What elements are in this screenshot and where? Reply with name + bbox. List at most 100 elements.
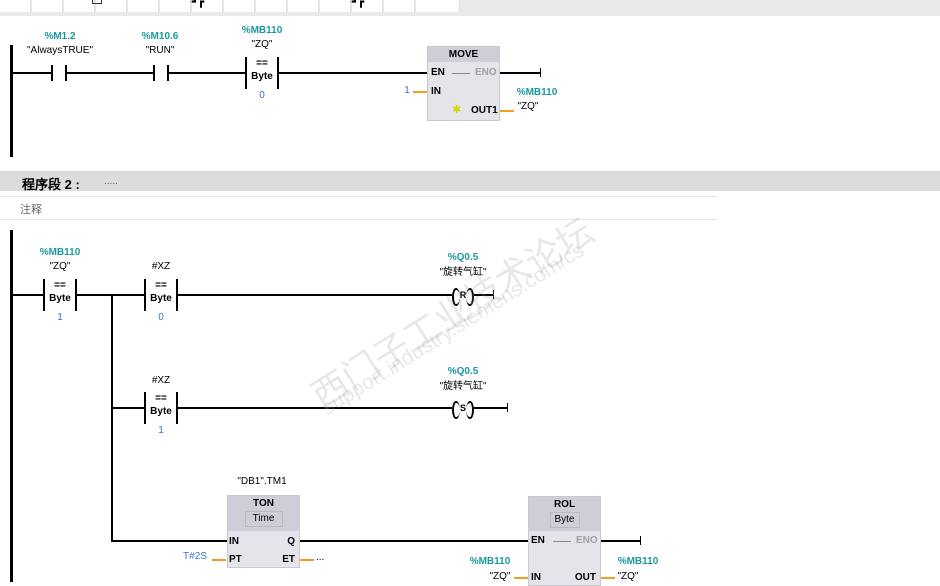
box-icon: [92, 0, 102, 4]
reset-coil[interactable]: R: [452, 288, 474, 306]
toolbar-button[interactable]: ┛┏: [192, 0, 223, 12]
no-contact-always-true[interactable]: [51, 65, 67, 81]
compare-op: ==: [155, 280, 167, 291]
toolbar-button[interactable]: [160, 0, 191, 12]
pin-en: EN: [431, 67, 445, 78]
branch-icon: ┛┏: [192, 0, 205, 8]
toolbar-button[interactable]: [32, 0, 63, 12]
ton-block[interactable]: TON Time IN Q PT ET: [227, 495, 300, 568]
rol-in-address: %MB110: [469, 556, 511, 567]
compare-op: ==: [54, 280, 66, 291]
contact-symbol: "AlwaysTRUE": [27, 45, 93, 56]
rung-end: [493, 290, 494, 299]
toolbar-button[interactable]: [224, 0, 255, 12]
rung-wire: [10, 72, 428, 74]
contact-address: %M1.2: [44, 31, 76, 42]
pt-wire: [212, 559, 226, 561]
branch-close-icon: ┛┏: [352, 0, 365, 8]
move-out-symbol: "ZQ": [517, 101, 539, 112]
timer-instance: "DB1".TM1: [237, 476, 287, 487]
rol-in-symbol: "ZQ": [489, 571, 511, 582]
rung-wire: [10, 294, 494, 296]
pin-eno: ENO: [475, 67, 497, 78]
compare-equal-byte[interactable]: == Byte: [144, 392, 178, 424]
rol-out-address: %MB110: [617, 556, 659, 567]
in-wire: [413, 91, 427, 93]
star-icon: ✱: [452, 104, 462, 116]
coil-type: S: [459, 403, 466, 413]
compare-equal-byte[interactable]: ==Byte: [43, 279, 77, 311]
internal-wire: [452, 73, 470, 74]
network-comment[interactable]: 注释: [0, 196, 717, 220]
pin-in: IN: [531, 572, 541, 583]
toolbar-button[interactable]: ┛┏: [352, 0, 383, 12]
rung-end: [640, 536, 641, 545]
network-title: 程序段 2 :: [22, 177, 80, 192]
network-title-placeholder[interactable]: .....: [104, 176, 118, 187]
pin-q: Q: [287, 536, 295, 547]
compare-op: ==: [155, 393, 167, 404]
block-title: TON: [253, 498, 274, 509]
coil-address: %Q0.5: [447, 252, 479, 263]
block-type[interactable]: Byte: [549, 512, 580, 528]
network-header[interactable]: 程序段 2 : .....: [0, 171, 940, 192]
compare-type: Byte: [251, 71, 273, 82]
compare-address: %MB110: [241, 25, 283, 36]
compare-type: Byte: [150, 406, 172, 417]
block-type[interactable]: Time: [244, 511, 283, 527]
coil-type: R: [459, 290, 467, 300]
rung-end: [507, 403, 508, 412]
compare-value: 1: [57, 312, 63, 323]
compare-value: 0: [158, 312, 164, 323]
pin-out: OUT: [574, 572, 596, 583]
pin-et: ET: [282, 554, 295, 565]
toolbar-button[interactable]: [92, 0, 127, 12]
power-rail: [10, 230, 13, 582]
move-out-address: %MB110: [516, 87, 558, 98]
in-wire: [514, 577, 528, 579]
move-block[interactable]: MOVE EN ENO IN ✱ OUT1: [427, 46, 500, 121]
pin-in: IN: [229, 536, 239, 547]
pin-eno: ENO: [576, 535, 598, 546]
eno-wire: [601, 540, 641, 542]
compare-symbol: #XZ: [151, 375, 171, 386]
toolbar-button[interactable]: [288, 0, 319, 12]
rung-wire: [300, 540, 528, 542]
compare-equal-byte[interactable]: == Byte: [245, 57, 279, 89]
contact-address: %M10.6: [141, 31, 179, 42]
compare-equal-byte[interactable]: == Byte: [144, 279, 178, 311]
rol-out-symbol: "ZQ": [617, 571, 639, 582]
rol-block[interactable]: ROL Byte EN ENO IN OUT: [528, 496, 601, 586]
compare-value: 0: [259, 90, 265, 101]
coil-symbol: "旋转气缸": [439, 267, 487, 278]
et-value: ...: [316, 552, 325, 563]
eno-wire: [500, 72, 541, 74]
block-title: ROL: [553, 499, 576, 510]
toolbar-button[interactable]: [416, 0, 460, 12]
toolbar-button[interactable]: [256, 0, 287, 12]
coil-symbol: "旋转气缸": [439, 381, 487, 392]
out-wire: [601, 577, 615, 579]
pin-in: IN: [431, 86, 441, 97]
toolbar-button[interactable]: [0, 0, 31, 12]
toolbar-button[interactable]: [384, 0, 415, 12]
toolbar-button[interactable]: [128, 0, 159, 12]
pin-pt: PT: [229, 554, 242, 565]
set-coil[interactable]: S: [452, 401, 474, 419]
toolbar-button[interactable]: [64, 0, 95, 12]
power-rail: [10, 45, 13, 157]
compare-type: Byte: [150, 293, 172, 304]
branch-wire: [111, 407, 508, 409]
no-contact-run[interactable]: [153, 65, 169, 81]
branch-wire: [111, 540, 228, 542]
compare-symbol: "ZQ": [251, 39, 273, 50]
coil-address: %Q0.5: [447, 366, 479, 377]
toolbar-button[interactable]: [320, 0, 351, 12]
comment-text: 注释: [20, 204, 42, 216]
pt-value: T#2S: [183, 551, 207, 562]
compare-symbol: "ZQ": [49, 261, 71, 272]
contact-symbol: "RUN": [145, 45, 175, 56]
branch-wire: [111, 294, 113, 542]
compare-value: 1: [158, 425, 164, 436]
compare-op: ==: [256, 58, 268, 69]
